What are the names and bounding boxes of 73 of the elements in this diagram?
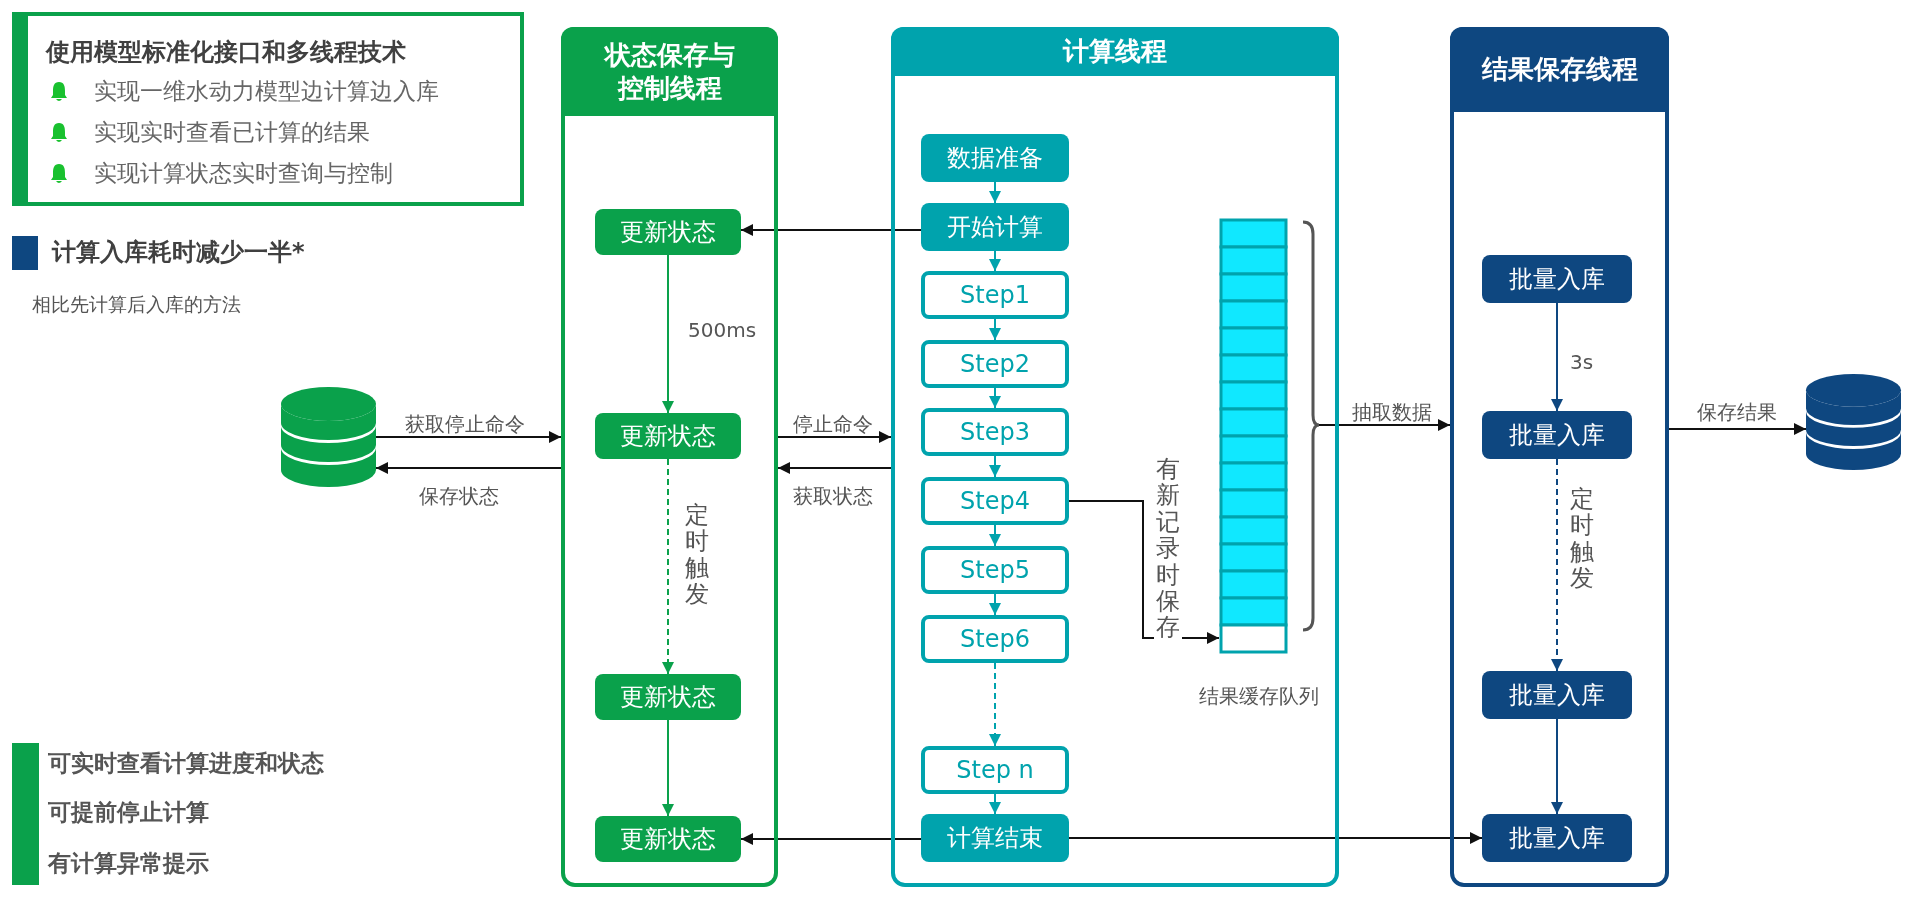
process-box: 批量入库 [1482, 411, 1632, 459]
arrow [989, 250, 1001, 272]
thread-panel [1450, 27, 1669, 887]
arrow [1068, 500, 1220, 644]
arrow [989, 387, 1001, 409]
arrow [989, 524, 1001, 547]
edge-label: 抽取数据 [1350, 400, 1434, 424]
database-icon [1806, 374, 1901, 470]
feature-point: 可实时查看计算进度和状态 [48, 749, 324, 778]
edge-label: 保存状态 [417, 484, 501, 508]
step-box: Step n [921, 746, 1069, 794]
card-title: 使用模型标准化接口和多线程技术 [46, 37, 406, 68]
process-box: 数据准备 [921, 134, 1069, 182]
process-box: 开始计算 [921, 203, 1069, 251]
process-box: 计算结束 [921, 814, 1069, 862]
step-box: Step2 [921, 340, 1069, 388]
arrow [662, 254, 674, 414]
side-bar [12, 743, 39, 885]
bullet-text: 实现实时查看已计算的结果 [94, 118, 370, 147]
edge-label: 有新记录时保存 [1154, 456, 1182, 641]
panel-header: 结果保存线程 [1450, 27, 1669, 112]
arrow [1551, 718, 1563, 815]
process-box: 批量入库 [1482, 671, 1632, 719]
arrow [777, 462, 892, 474]
edge-label: 获取停止命令 [403, 412, 527, 436]
bullet-text: 实现计算状态实时查询与控制 [94, 159, 393, 188]
edge-label: 定时触发 [1568, 486, 1596, 592]
process-box: 更新状态 [595, 674, 741, 720]
queue-drawing [1219, 220, 1319, 653]
step-box: Step6 [921, 615, 1069, 663]
step-box: Step4 [921, 477, 1069, 525]
summary-heading: 计算入库耗时减少一半* [52, 237, 305, 268]
thread-panel [891, 27, 1339, 887]
thread-panel [561, 27, 778, 887]
arrow [989, 455, 1001, 478]
queue-caption: 结果缓存队列 [1199, 683, 1319, 710]
arrow [989, 662, 1001, 747]
bullet-text: 实现一维水动力模型边计算边入库 [94, 77, 439, 106]
process-box: 批量入库 [1482, 814, 1632, 862]
arrow [740, 833, 922, 845]
process-box: 更新状态 [595, 413, 741, 459]
step-box: Step5 [921, 546, 1069, 594]
feature-point: 可提前停止计算 [48, 798, 209, 827]
arrow [989, 181, 1001, 204]
feature-point: 有计算异常提示 [48, 849, 209, 878]
edge-label: 停止命令 [791, 412, 875, 436]
panel-header: 状态保存与控制线程 [561, 27, 778, 116]
process-box: 更新状态 [595, 209, 741, 255]
arrow [989, 318, 1001, 341]
summary-note: 相比先计算后入库的方法 [32, 292, 241, 317]
edge-label: 获取状态 [791, 484, 875, 508]
arrow [662, 458, 674, 675]
arrow [1068, 832, 1483, 844]
arrow [989, 593, 1001, 616]
info-card [12, 12, 524, 206]
step-box: Step3 [921, 408, 1069, 456]
arrow [1668, 423, 1807, 435]
panel-header: 计算线程 [891, 27, 1339, 76]
arrow [989, 793, 1001, 815]
arrow [740, 224, 922, 236]
edge-label: 定时触发 [683, 502, 711, 608]
arrow [662, 719, 674, 817]
arrow [1551, 302, 1563, 412]
arrow [1318, 419, 1451, 431]
process-box: 批量入库 [1482, 255, 1632, 303]
arrow [1551, 458, 1563, 672]
arrow [375, 462, 562, 474]
step-box: Step1 [921, 271, 1069, 319]
arrow [777, 431, 892, 443]
database-icon [281, 387, 376, 487]
arrow [375, 431, 562, 443]
process-box: 更新状态 [595, 816, 741, 862]
edge-label: 保存结果 [1695, 400, 1779, 424]
